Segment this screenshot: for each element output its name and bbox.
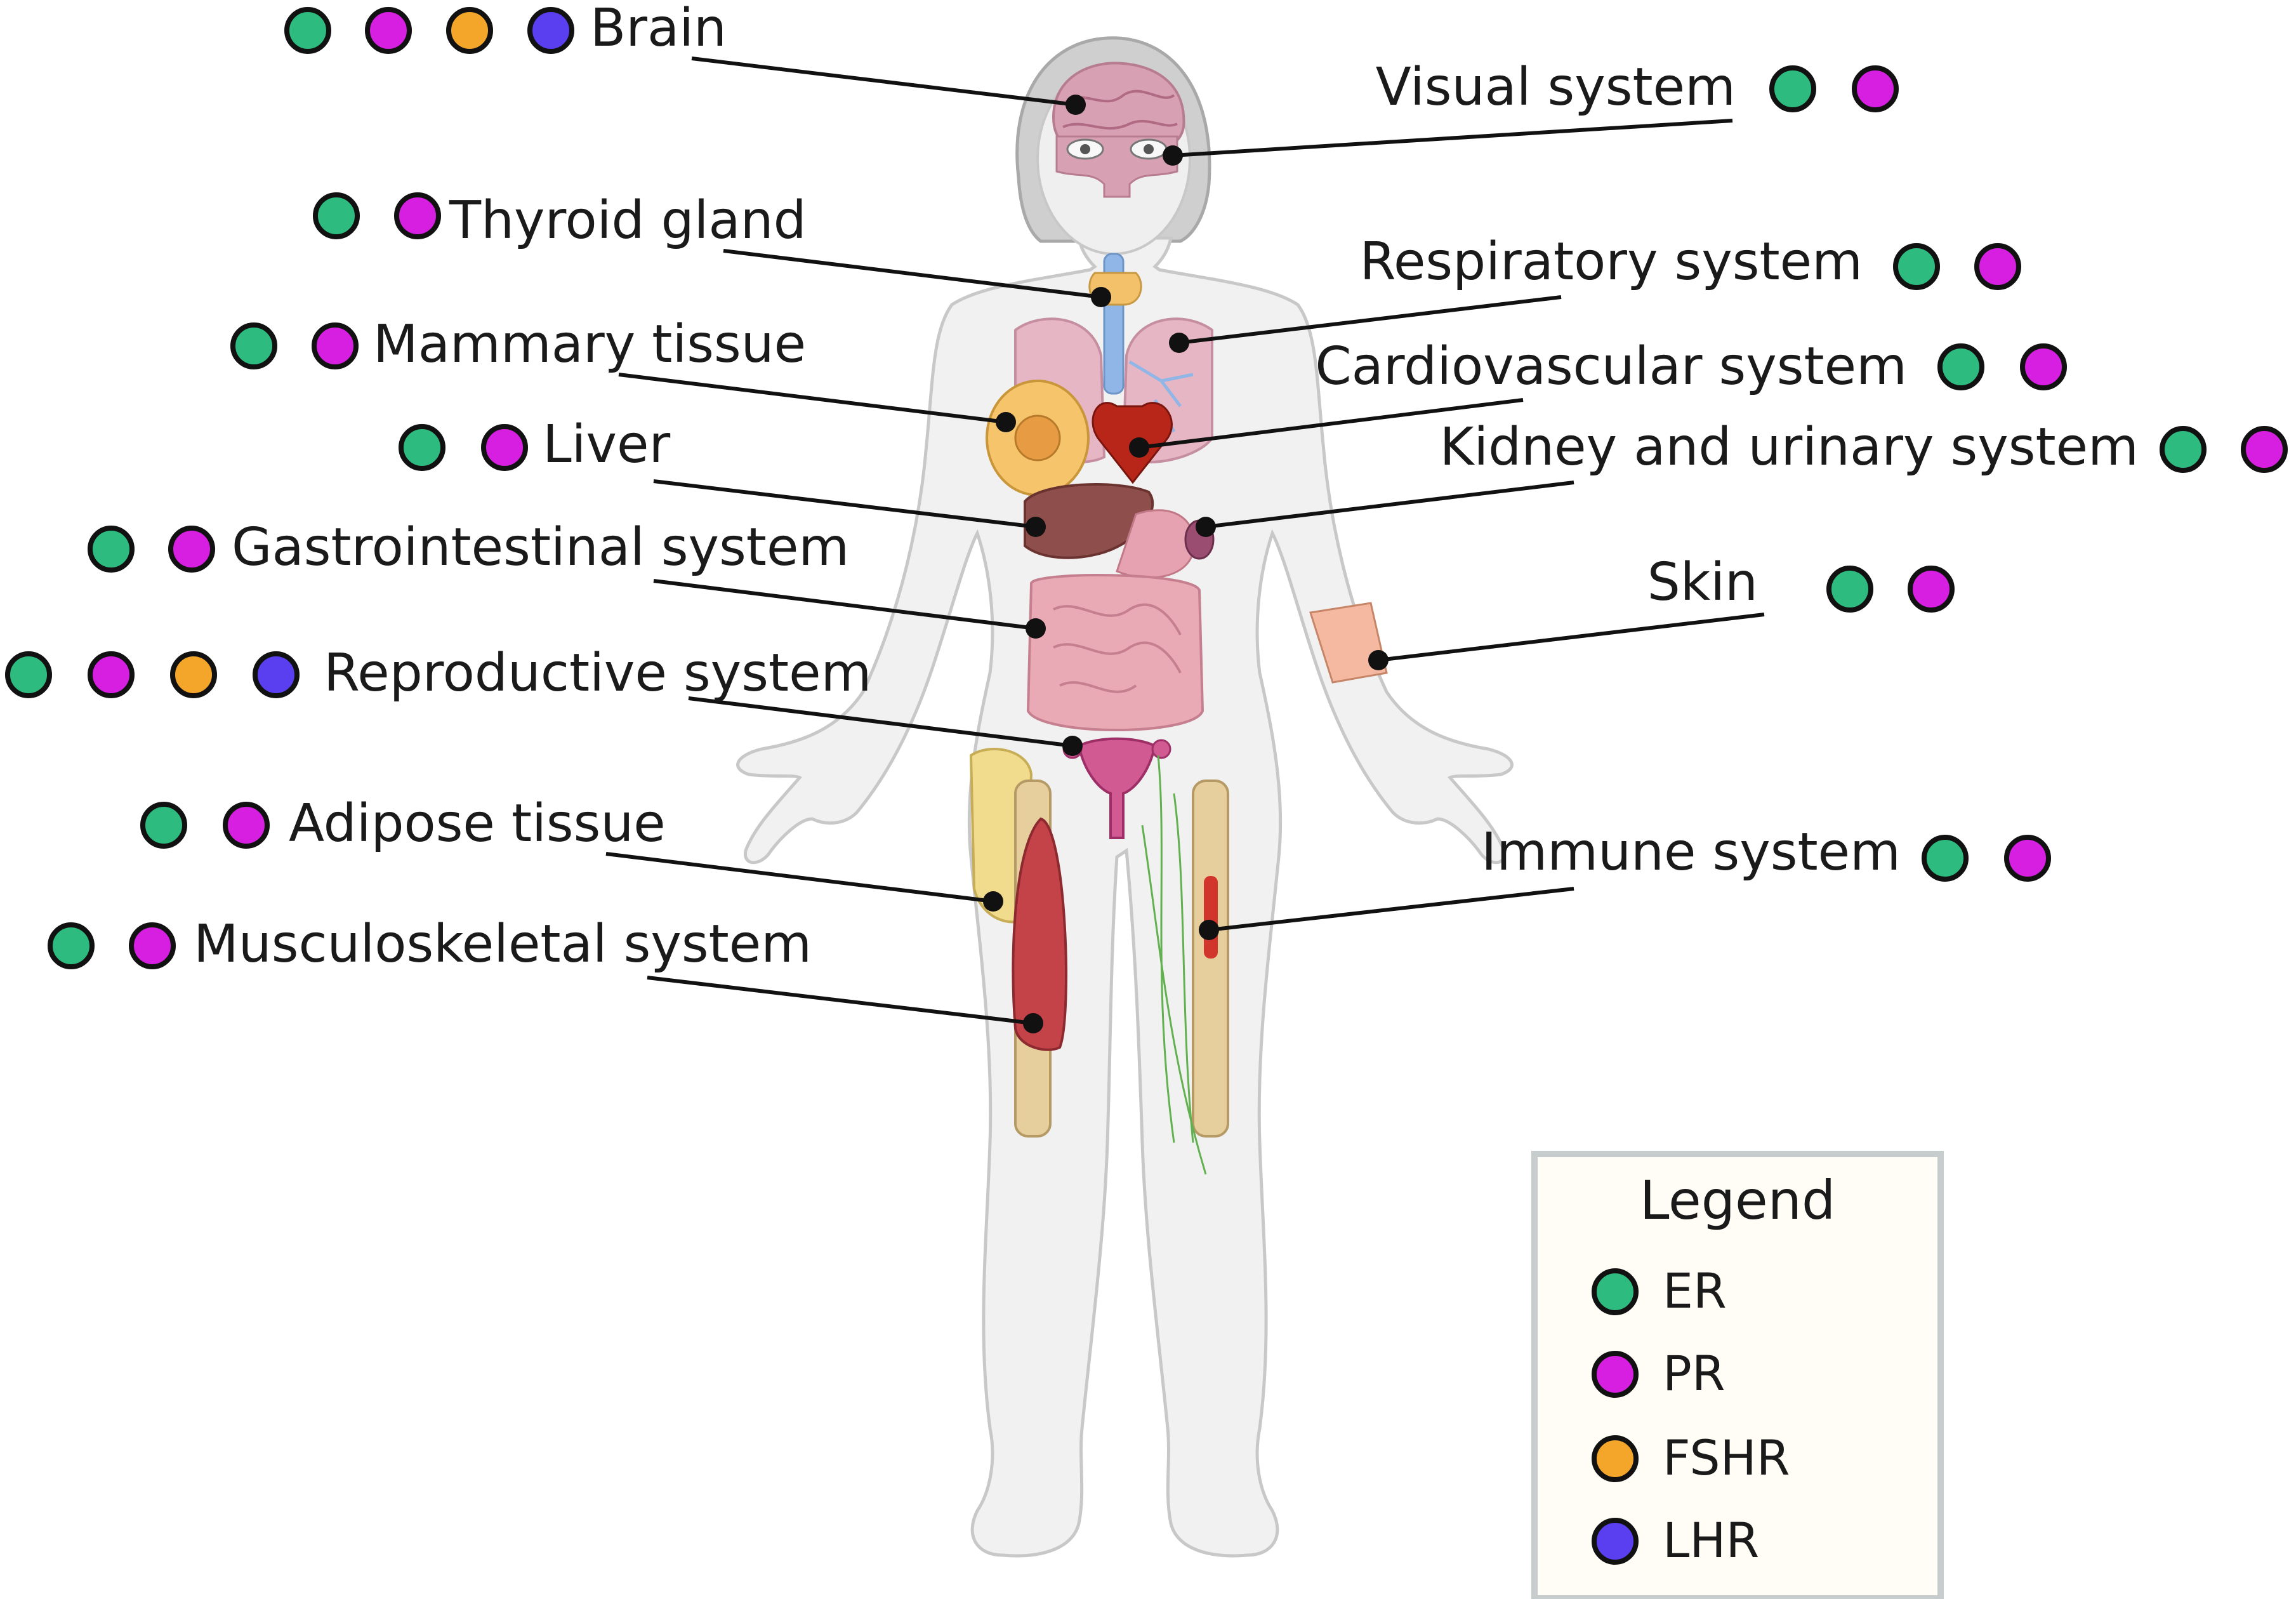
- receptor-dot-pr: [312, 322, 359, 369]
- leader-lines: [605, 56, 1765, 1033]
- receptor-dot-pr: [2020, 343, 2067, 390]
- legend-label-pr: PR: [1663, 1345, 1725, 1402]
- receptor-dot-pr: [168, 526, 215, 573]
- legend-title: Legend: [1640, 1169, 1836, 1231]
- legend-label-er: ER: [1663, 1263, 1727, 1319]
- receptor-dot-fshr: [170, 651, 217, 698]
- legend: Legend ER PR FSHR LHR: [1531, 1151, 1944, 1599]
- legend-swatch-fshr: [1592, 1435, 1639, 1482]
- label-visual-system: Visual system: [1376, 57, 1899, 117]
- receptor-dot-pr: [129, 922, 176, 969]
- label-gastrointestinal-system: Gastrointestinal system: [88, 517, 849, 578]
- organ-label-mammary-tissue: Mammary tissue: [373, 314, 806, 375]
- label-liver: Liver: [399, 415, 670, 475]
- organ-label-brain: Brain: [590, 0, 727, 58]
- receptor-dot-er: [230, 322, 277, 369]
- receptor-dot-pr: [1852, 65, 1899, 112]
- legend-swatch-lhr: [1592, 1518, 1639, 1565]
- organ-label-respiratory-system: Respiratory system: [1360, 232, 1863, 292]
- label-brain: Brain: [284, 0, 727, 58]
- label-mammary-tissue: Mammary tissue: [230, 314, 806, 375]
- receptor-dot-er: [48, 922, 95, 969]
- receptor-dot-pr: [1908, 566, 1955, 613]
- organ-label-immune-system: Immune system: [1481, 822, 1901, 882]
- receptor-dot-pr: [2004, 835, 2051, 882]
- label-musculoskeletal-system: Musculoskeletal system: [48, 914, 812, 974]
- organ-label-visual-system: Visual system: [1376, 57, 1736, 117]
- body-silhouette: [736, 36, 1514, 1558]
- receptor-dot-er: [2160, 426, 2207, 473]
- legend-swatch-pr: [1592, 1351, 1639, 1398]
- organ-label-thyroid-gland: Thyroid gland: [449, 190, 807, 251]
- receptor-dot-er: [313, 192, 360, 239]
- receptor-dot-pr: [365, 7, 412, 54]
- label-respiratory-system: Respiratory system: [1360, 232, 2021, 292]
- receptor-dot-pr: [88, 651, 135, 698]
- receptor-dot-lhr: [253, 651, 300, 698]
- receptor-dot-er: [5, 651, 52, 698]
- receptor-dot-lhr: [527, 7, 574, 54]
- receptor-dot-pr: [2241, 426, 2288, 473]
- receptor-dot-er: [140, 802, 187, 849]
- receptor-dot-pr: [481, 424, 528, 471]
- organ-label-cardiovascular-system: Cardiovascular system: [1315, 336, 1907, 397]
- receptor-dot-fshr: [446, 7, 493, 54]
- receptor-dot-pr: [223, 802, 270, 849]
- label-immune-system: Immune system: [1481, 822, 2051, 882]
- receptor-dot-er: [399, 424, 445, 471]
- receptor-dot-er: [1769, 65, 1816, 112]
- organ-label-musculoskeletal-system: Musculoskeletal system: [194, 914, 812, 974]
- receptor-dot-er: [1937, 343, 1984, 390]
- legend-label-lhr: LHR: [1663, 1512, 1759, 1569]
- label-reproductive-system: Reproductive system: [5, 643, 871, 703]
- label-kidney-urinary-system: Kidney and urinary system: [1440, 417, 2288, 477]
- organ-label-skin: Skin: [1647, 552, 1758, 613]
- receptor-dot-er: [1893, 243, 1940, 290]
- label-skin: Skin: [1647, 552, 1955, 613]
- receptor-dot-pr: [1974, 243, 2021, 290]
- organ-label-kidney-urinary-system: Kidney and urinary system: [1440, 417, 2139, 477]
- organ-label-liver: Liver: [543, 415, 670, 475]
- organ-label-reproductive-system: Reproductive system: [324, 643, 871, 703]
- legend-swatch-er: [1592, 1268, 1639, 1315]
- legend-label-fshr: FSHR: [1663, 1430, 1790, 1486]
- organ-label-adipose-tissue: Adipose tissue: [289, 793, 666, 854]
- receptor-dot-er: [1826, 566, 1873, 613]
- organ-label-gastrointestinal-system: Gastrointestinal system: [232, 517, 849, 578]
- receptor-dot-er: [284, 7, 331, 54]
- label-cardiovascular-system: Cardiovascular system: [1315, 336, 2067, 397]
- label-adipose-tissue: Adipose tissue: [140, 793, 666, 854]
- receptor-dot-pr: [394, 192, 441, 239]
- label-thyroid-gland: Thyroid gland: [313, 190, 807, 251]
- receptor-dot-er: [1922, 835, 1969, 882]
- receptor-dot-er: [88, 526, 135, 573]
